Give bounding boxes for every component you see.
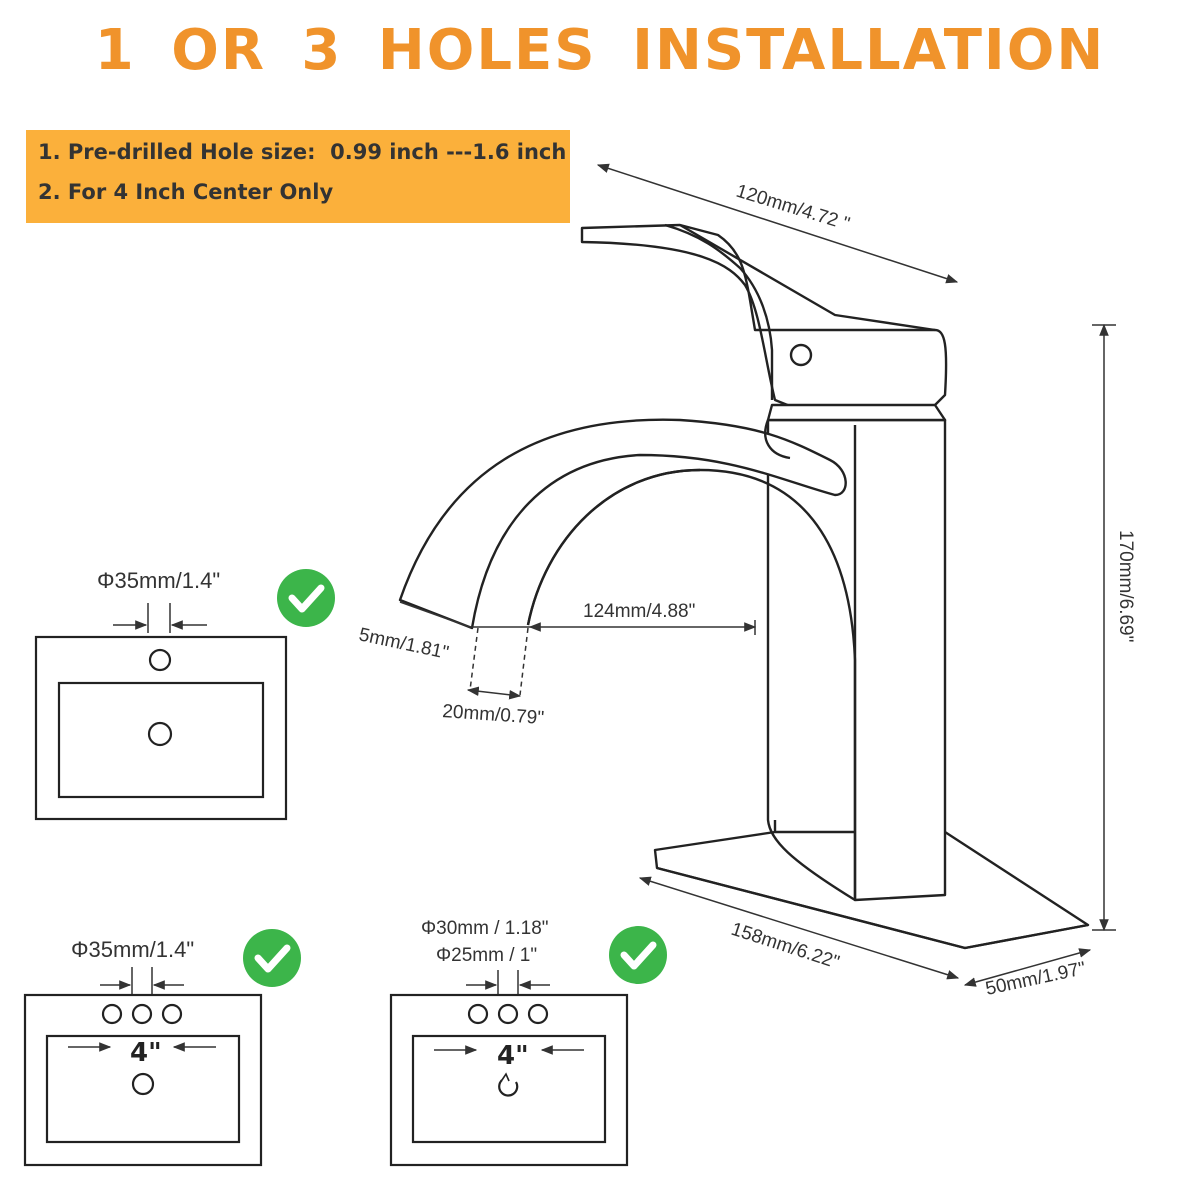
sink-three-holes-a: Φ35mm/1.4" 4" <box>23 929 301 1167</box>
three-hole-b-label-2: Φ25mm / 1" <box>436 945 537 966</box>
faucet-body <box>526 418 947 902</box>
sink-three-holes-b: Φ30mm / 1.18" Φ25mm / 1" 4" <box>389 918 667 1167</box>
faucet-handle <box>580 223 948 412</box>
info-line-2: 2. For 4 Inch Center Only <box>38 180 334 204</box>
base-length-label: 158mm/6.22" <box>728 919 841 974</box>
three-hole-b-label-1: Φ30mm / 1.18" <box>421 918 549 939</box>
page-title: 1 OR 3 HOLES INSTALLATION <box>94 18 1106 83</box>
check-icon <box>609 926 667 984</box>
three-hole-a-label: Φ35mm/1.4" <box>71 937 194 962</box>
handle-indicator <box>789 343 813 367</box>
spout-offset-label: 5mm/1.81" <box>357 624 451 664</box>
info-line-1: 1. Pre-drilled Hole size: 0.99 inch ---1… <box>38 140 567 164</box>
outlet-width-label: 20mm/0.79" <box>442 701 545 729</box>
height-label: 170mm/6.69" <box>1115 530 1136 642</box>
sink-single-hole: Φ35mm/1.4" <box>34 568 335 821</box>
base-width-label: 50mm/1.97" <box>984 958 1088 1000</box>
faucet-spout <box>398 418 847 630</box>
single-hole-label: Φ35mm/1.4" <box>97 568 220 593</box>
handle-length-label: 120mm/4.72 " <box>734 181 853 235</box>
spout-reach-label: 124mm/4.88" <box>583 601 695 622</box>
spacing-label-b: 4" <box>497 1041 529 1071</box>
check-icon <box>277 569 335 627</box>
info-box: 1. Pre-drilled Hole size: 0.99 inch ---1… <box>26 130 570 223</box>
spacing-label-a: 4" <box>130 1038 162 1068</box>
faucet-drawing <box>398 223 1090 950</box>
check-icon <box>243 929 301 987</box>
